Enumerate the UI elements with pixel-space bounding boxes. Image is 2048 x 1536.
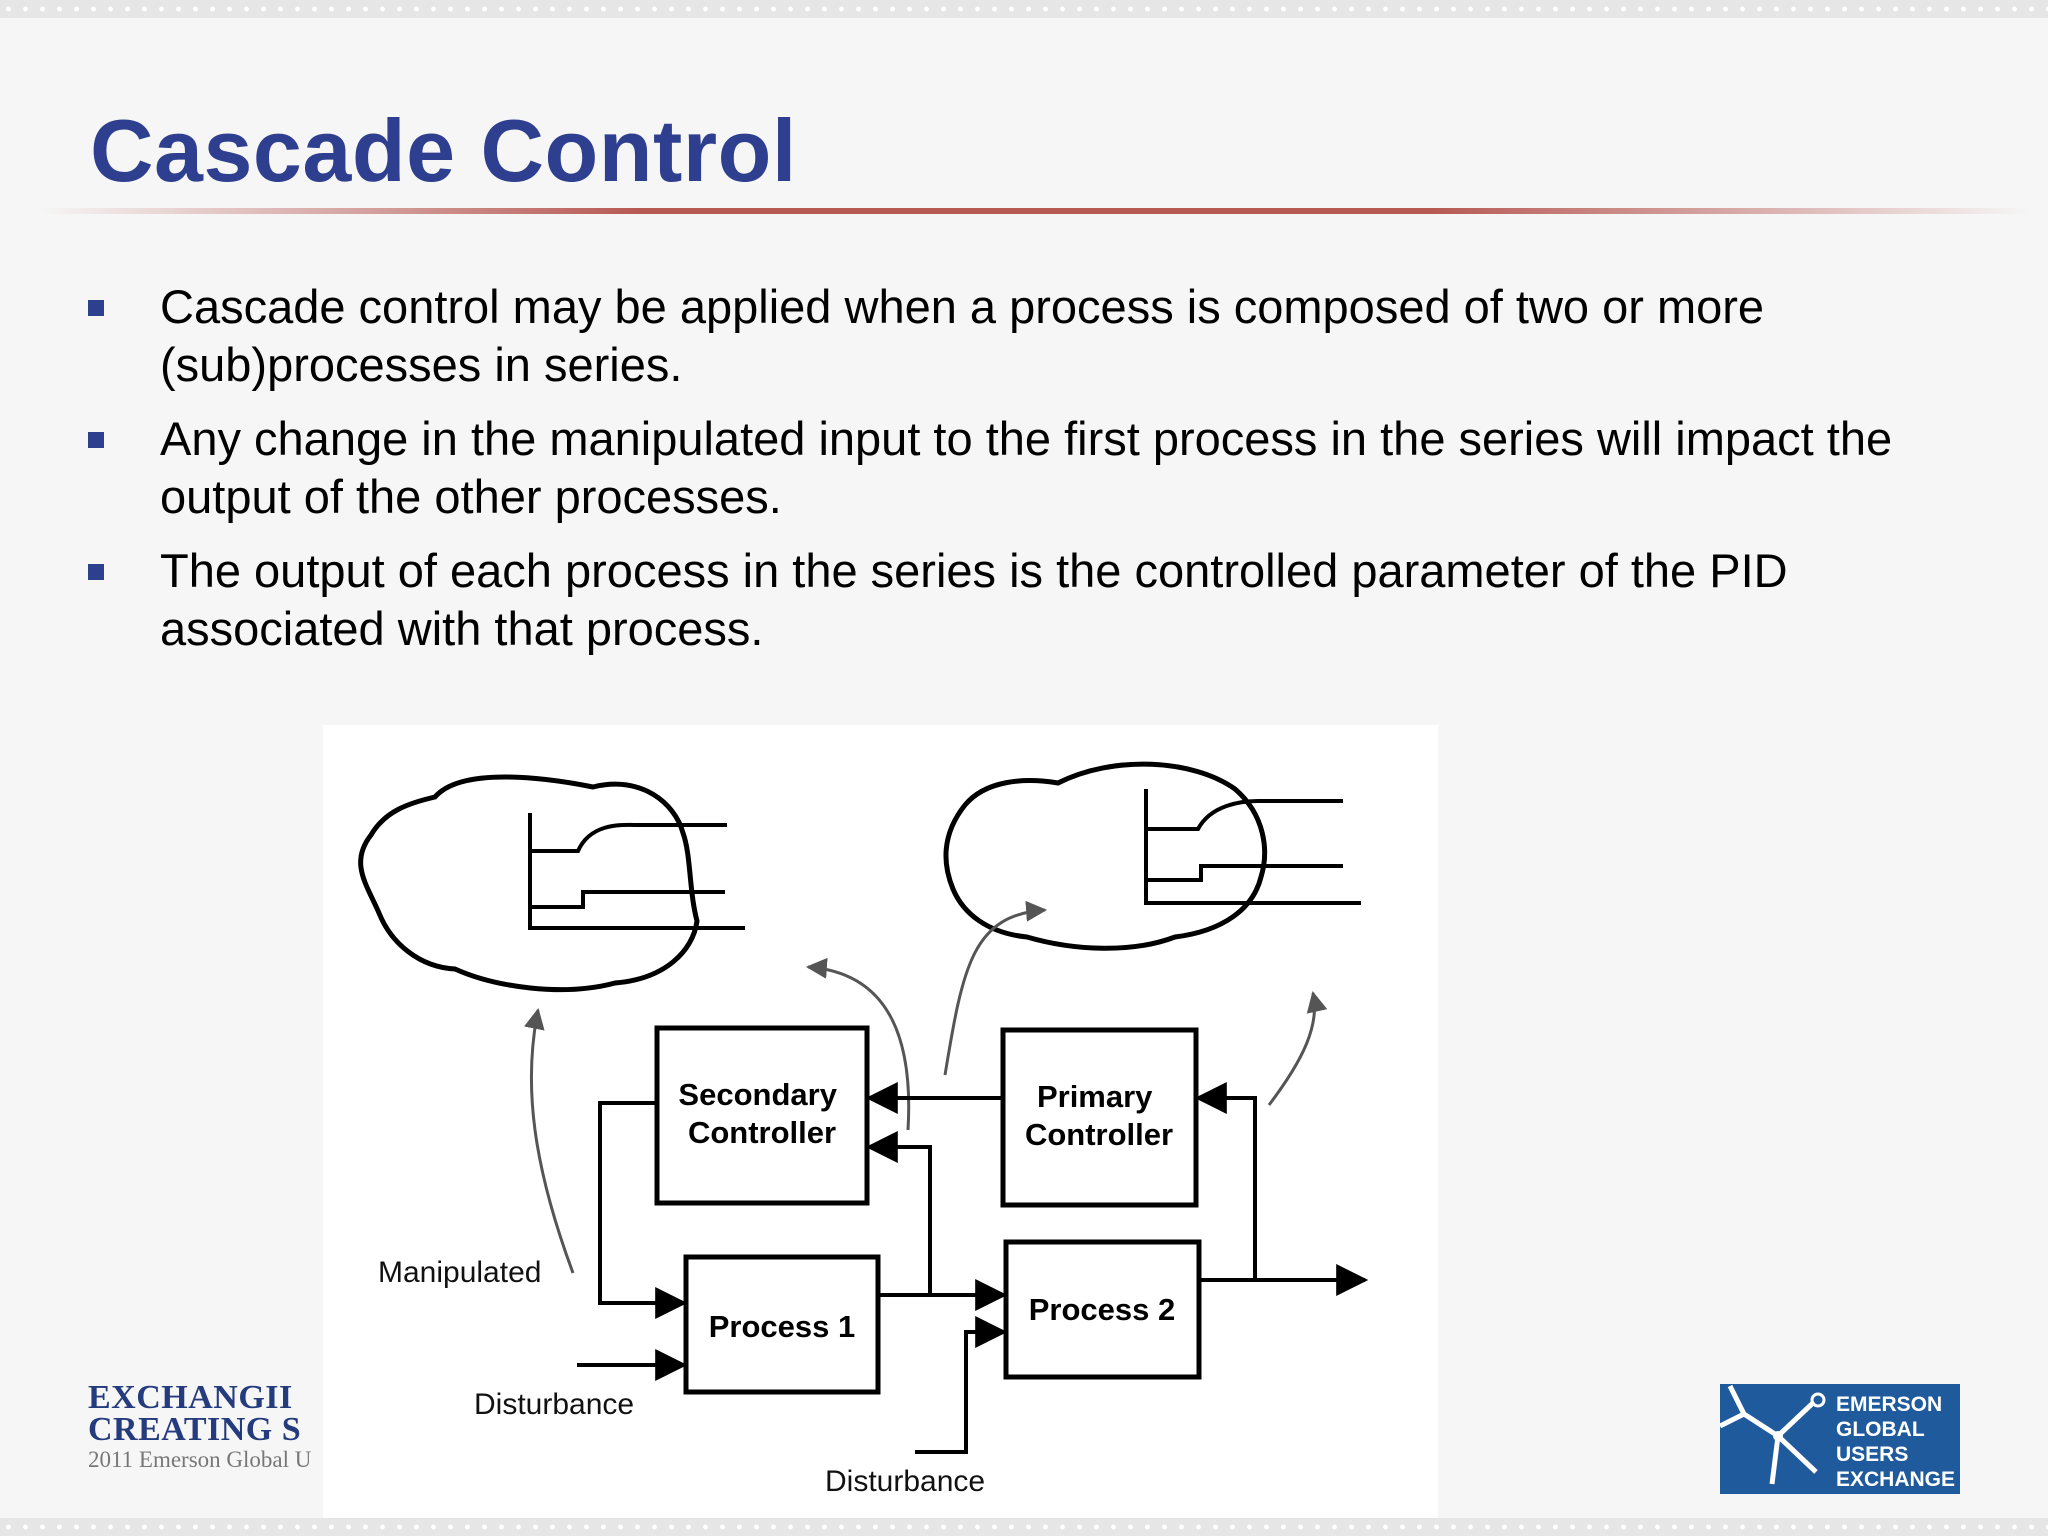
top-dot-band [0,0,2048,18]
right-logo-text: EMERSON GLOBAL USERS EXCHANGE [1836,1392,1955,1492]
left-cloud-step-input [530,890,725,909]
right-cloud-step-input [1146,864,1343,882]
pointer-arrow-manipulated [524,1007,575,1274]
primary-controller-label-line1: Primary [1037,1079,1153,1114]
process-2-label: Process 2 [1029,1292,1176,1327]
exchanging-creating-logo: EXCHANGII CREATING S 2011 Emerson Global… [88,1382,324,1474]
primary-controller-label-line2: Controller [1025,1117,1173,1152]
right-logo-line1: EMERSON [1836,1393,1943,1416]
process-1-label: Process 1 [709,1309,856,1344]
manipulated-label: Manipulated [378,1256,541,1289]
bullet-text: Any change in the manipulated input to t… [160,412,1893,523]
secondary-feedback-line [865,1131,932,1295]
emerson-exchange-logo: EMERSON GLOBAL USERS EXCHANGE [1720,1384,1960,1494]
svg-text:Secondary Controller: Secondary Controller [678,1077,845,1150]
bullet-text: Cascade control may be applied when a pr… [160,280,1765,391]
right-cloud-step-output [1146,799,1343,831]
bullet-item: The output of each process in the series… [84,542,1964,658]
primary-controller-box [1000,1027,1199,1208]
bullet-marker [88,300,104,316]
bullet-list: Cascade control may be applied when a pr… [84,278,1964,674]
molecule-icon [1720,1384,1826,1485]
left-cloud-step-output [530,822,727,853]
primary-feedback-line [1194,1082,1257,1280]
right-logo-line3: USERS [1836,1443,1909,1466]
bullet-item: Cascade control may be applied when a pr… [84,278,1964,394]
title-rule [40,208,2030,214]
left-logo-line1: EXCHANGII [88,1382,293,1416]
disturbance-label-1: Disturbance [474,1388,634,1421]
disturbance-label-2: Disturbance [825,1465,985,1498]
pointer-arrow-output [1267,990,1328,1106]
svg-text:Primary Controller: Primary Controller [1025,1079,1173,1152]
secondary-to-process1-line [598,1101,688,1319]
bullet-marker [88,432,104,448]
process-1-box [683,1254,881,1395]
right-logo-line2: GLOBAL [1836,1418,1925,1441]
disturbance-2-line [915,1316,1008,1454]
left-logo-line2: CREATING S [88,1411,302,1448]
secondary-controller-label-line1: Secondary [678,1077,837,1112]
right-cloud [943,761,1268,951]
bullet-text: The output of each process in the series… [160,544,1788,655]
left-logo-line3: 2011 Emerson Global U [88,1447,312,1472]
secondary-controller-box [654,1025,870,1206]
bullet-marker [88,564,104,580]
slide-title: Cascade Control [90,101,797,200]
pointer-arrow-primary [943,900,1048,1076]
bullet-item: Any change in the manipulated input to t… [84,410,1964,526]
right-logo-line4: EXCHANGE [1836,1468,1956,1491]
cascade-diagram: Secondary Controller Primary Controller … [323,725,1438,1536]
secondary-controller-label-line2: Controller [688,1115,836,1150]
cascade-diagram-svg: Secondary Controller Primary Controller … [358,761,1369,1498]
bottom-dot-band [0,1518,2048,1536]
